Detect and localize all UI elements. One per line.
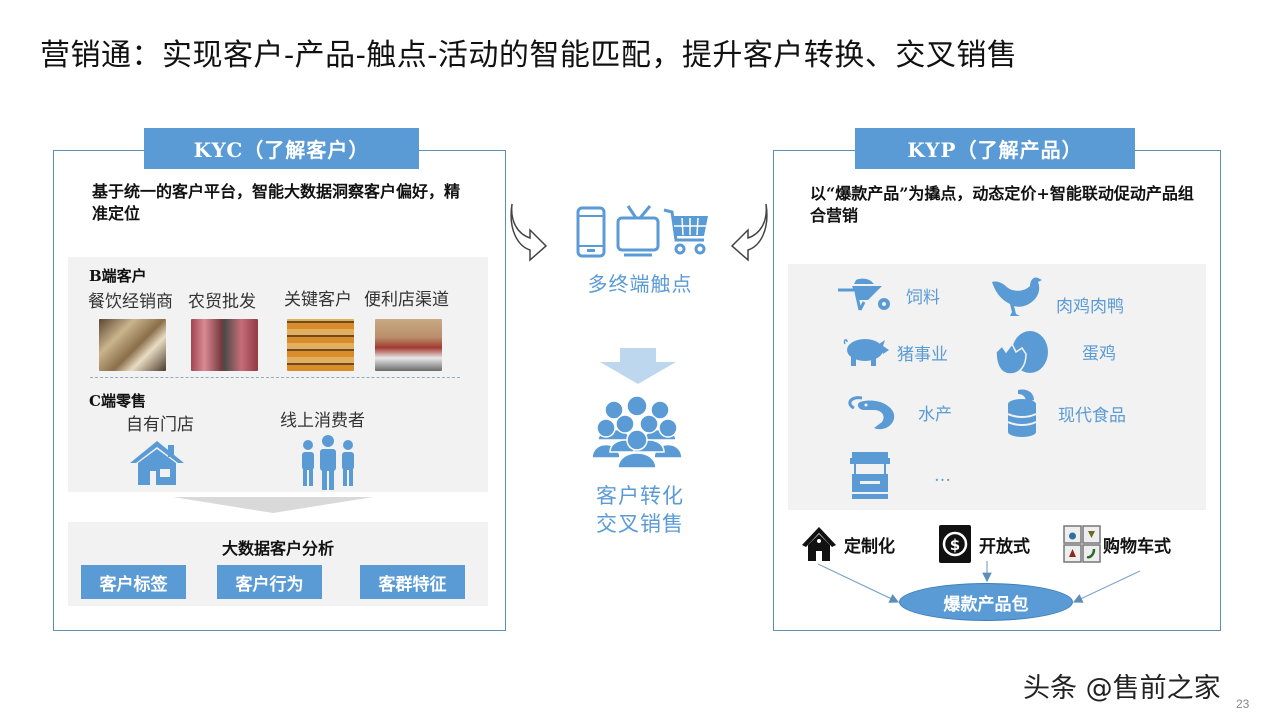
mode-label: 购物车式 [1103, 536, 1171, 557]
kyp-description: 以“爆款产品”为撬点，动态定价+智能联动促动产品组合营销 [810, 184, 1194, 225]
b-section-label: B端客户 [89, 267, 147, 285]
product-categories-box: 饲料 肉鸡肉鸭 猪事业 蛋鸡 [788, 264, 1206, 510]
page-title: 营销通：实现客户-产品-触点-活动的智能匹配，提升客户转换、交叉销售 [40, 38, 1018, 73]
product-label: … [934, 466, 951, 486]
product-item-feed[interactable]: 饲料 [838, 278, 940, 312]
dollar-icon: $ [939, 525, 971, 563]
supermarket-photo [287, 319, 354, 371]
c-section-label: C端零售 [89, 392, 146, 410]
people-group-icon [302, 435, 354, 490]
mode-label: 定制化 [844, 536, 895, 557]
mode-label: 开放式 [979, 536, 1030, 557]
touchpoints-column: 多终端触点 客户转化 交叉销售 [510, 190, 768, 550]
tag-customer-labels[interactable]: 客户标签 [81, 565, 186, 599]
b-item-label: 关键客户 [284, 290, 352, 310]
product-item-aquatic[interactable]: 水产 [846, 392, 952, 432]
card-grid-icon [1063, 525, 1101, 563]
house-icon [802, 527, 836, 561]
product-item-more[interactable]: … [850, 452, 951, 500]
tag-customer-behavior[interactable]: 客户行为 [217, 565, 322, 599]
c-item-label: 线上消费者 [280, 411, 365, 431]
conversion-label: 客户转化 交叉销售 [570, 482, 710, 538]
sales-modes: 定制化 $ 开放式 购物车式 [774, 525, 1220, 575]
product-item-modern-food[interactable]: 现代食品 [1006, 388, 1126, 438]
kyc-panel: KYC（了解客户） 基于统一的客户平台，智能大数据洞察客户偏好，精准定位 B端客… [53, 128, 506, 631]
tag-segment-features[interactable]: 客群特征 [360, 565, 465, 599]
kyc-description: 基于统一的客户平台，智能大数据洞察客户偏好，精准定位 [92, 182, 461, 223]
market-stall-icon [850, 452, 890, 499]
shrimp-icon [848, 396, 895, 430]
down-arrow-icon [173, 497, 373, 513]
product-label: 水产 [918, 404, 952, 425]
shopping-cart-icon [663, 208, 708, 255]
curved-arrow-left-icon [730, 203, 768, 262]
can-icon [1007, 389, 1037, 437]
kyc-header: KYC（了解客户） [144, 128, 419, 169]
kyp-header: KYP（了解产品） [855, 128, 1135, 169]
house-icon [130, 441, 184, 485]
product-label: 饲料 [906, 287, 940, 308]
analysis-title: 大数据客户分析 [221, 539, 334, 558]
mode-shopping-cart[interactable]: 购物车式 [1063, 525, 1171, 563]
convenience-store-photo [375, 319, 442, 371]
svg-text:$: $ [950, 536, 960, 554]
product-label: 猪事业 [897, 344, 948, 365]
product-item-pig[interactable]: 猪事业 [841, 336, 948, 368]
down-arrow-icon [600, 348, 676, 384]
customer-crowd-icon [592, 396, 682, 468]
analysis-box: 大数据客户分析 客户标签 客户行为 客群特征 [68, 522, 488, 606]
product-item-layer[interactable]: 蛋鸡 [996, 328, 1116, 374]
touchpoints-label: 多终端触点 [587, 272, 693, 296]
mode-connector-arrows [817, 561, 1141, 603]
wheelbarrow-icon [838, 278, 890, 311]
c-item-label: 自有门店 [126, 415, 194, 435]
egg-icon [996, 331, 1048, 374]
tv-icon [616, 205, 660, 257]
conversion-label-line1: 客户转化 [596, 484, 684, 508]
section-divider [90, 377, 460, 378]
mobile-phone-icon [576, 206, 606, 258]
restaurant-photo [99, 319, 166, 371]
product-label: 蛋鸡 [1082, 343, 1116, 364]
watermark: 头条 @售前之家 [1023, 673, 1221, 704]
page-number: 23 [1236, 697, 1250, 711]
product-label: 肉鸡肉鸭 [1056, 296, 1124, 317]
hot-product-package[interactable]: 爆款产品包 [899, 583, 1073, 621]
curved-arrow-right-icon [510, 203, 548, 262]
product-item-broiler[interactable]: 肉鸡肉鸭 [990, 276, 1124, 320]
customer-segments-box: B端客户 餐饮经销商 农贸批发 关键客户 便利店渠道 C端零售 自有门店 线上消… [68, 257, 488, 492]
conversion-label-line2: 交叉销售 [596, 512, 684, 536]
meat-wholesale-photo [191, 319, 258, 371]
b-item-label: 餐饮经销商 [88, 292, 173, 312]
kyp-panel: KYP（了解产品） 以“爆款产品”为撬点，动态定价+智能联动促动产品组合营销 饲… [773, 128, 1221, 631]
pig-icon [843, 339, 889, 366]
b-item-label: 农贸批发 [188, 292, 256, 312]
mode-open[interactable]: $ 开放式 [939, 525, 1030, 563]
b-item-label: 便利店渠道 [364, 290, 449, 310]
chicken-icon [992, 277, 1042, 316]
mode-customized[interactable]: 定制化 [802, 527, 895, 561]
product-label: 现代食品 [1058, 405, 1126, 426]
